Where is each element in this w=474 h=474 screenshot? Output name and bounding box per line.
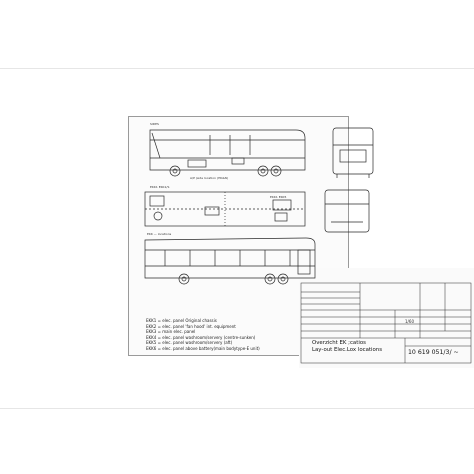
bus-plan-view	[144, 191, 306, 227]
legend: EKK1 = elec. panel Original chassis EKK2…	[146, 318, 260, 352]
legend-item: EKK4 = elec. panel washroom/servery (cen…	[146, 334, 256, 340]
scale-value: 1/60	[405, 319, 414, 324]
drawing-title-line2: Lay-out Elec.Lox locations	[312, 347, 383, 353]
view-top-label: SIDES	[150, 122, 159, 126]
page-top-rule	[0, 68, 474, 69]
legend-item: EKK5 = elec. panel washroom/servery (aft…	[146, 340, 233, 346]
bus-side-view-1	[149, 129, 306, 177]
callout-mid2: EKK1 EKK5	[270, 195, 287, 199]
drawing-title-line1: Overzicht EK ;catios	[312, 340, 366, 346]
legend-item: EKK3 = main elec. panel	[146, 329, 196, 335]
drawing-number: 10 619 051/3/ ~	[408, 349, 459, 356]
legend-item: EKK6 = elec. panel above battery(main bo…	[146, 345, 260, 351]
bus-rear-view-2	[324, 189, 370, 233]
legend-item: EKK2 = elec. panel 'fan hood' int. equip…	[146, 323, 236, 329]
view-bottom-label: EKK — locations	[147, 232, 172, 236]
callout-mid: EKK1 EKK1/S	[150, 185, 170, 189]
bus-rear-view-1	[332, 127, 374, 178]
page-bottom-rule	[0, 408, 474, 409]
callout-top: A/P (side location (HK&N)	[190, 176, 229, 180]
title-block-grid	[300, 282, 472, 364]
bus-side-view-2	[144, 237, 316, 285]
legend-item: EKK1 = elec. panel Original chassis	[146, 318, 217, 323]
